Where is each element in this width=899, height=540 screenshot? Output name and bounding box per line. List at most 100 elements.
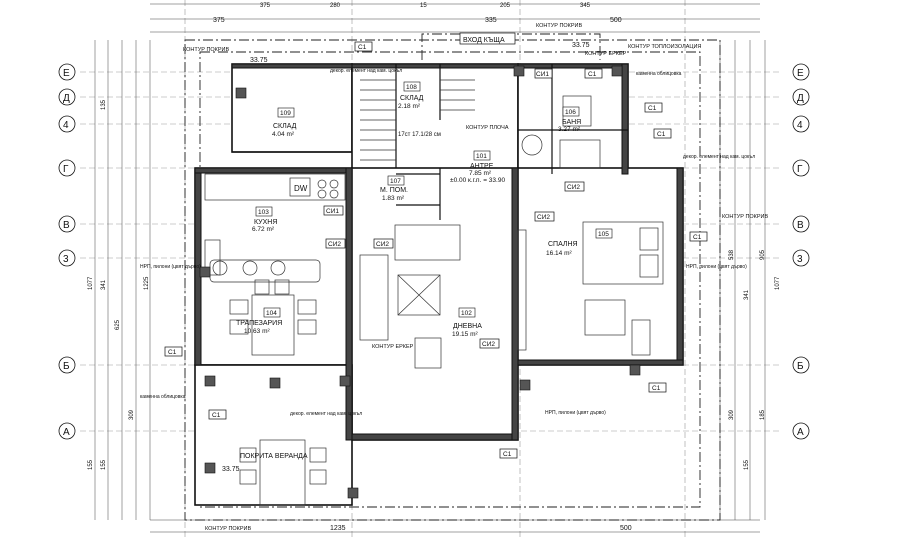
furniture — [204, 95, 664, 506]
level-label: ±0.00 к.г.п. = 33.90 — [450, 177, 505, 184]
room-102-name: ДНЕВНА — [453, 323, 482, 330]
partitions — [232, 64, 628, 220]
tag-9: СИ2 — [376, 241, 389, 248]
roof-contour — [184, 39, 721, 521]
dimension-chains — [94, 3, 766, 533]
room-107-name: М. ПОМ. — [380, 187, 408, 194]
deco-label-bottom: декор. елемент над кам. цокъл — [290, 411, 362, 417]
tag-2: СИ1 — [536, 71, 549, 78]
tag-11: СИ2 — [328, 241, 341, 248]
room-106-name: БАНЯ — [562, 119, 581, 126]
axis-right-4: 4 — [797, 120, 803, 131]
roof-contour-label-right: КОНТУР ПОКРИВ — [722, 214, 768, 220]
room-105-area: 16.14 m² — [546, 250, 572, 257]
tag-5: С1 — [588, 71, 597, 78]
dim-left-1: 1077 — [88, 276, 94, 290]
axis-left-g: Г — [63, 164, 69, 175]
room-102-area: 19.15 m² — [452, 331, 478, 338]
tag-15: С1 — [652, 385, 661, 392]
dim-left-7: 135 — [101, 99, 107, 110]
room-109-num: 109 — [280, 110, 291, 117]
room-102-num: 102 — [461, 310, 472, 317]
axis-right-a: А — [797, 427, 804, 438]
tag-4: СИ2 — [537, 214, 550, 221]
axis-right-3: 3 — [797, 254, 803, 265]
dim-left-8: 155 — [101, 459, 107, 470]
tag-14: С1 — [503, 451, 512, 458]
room-106-area: 3.27 m² — [558, 126, 581, 133]
room-109-area: 4.04 m² — [272, 131, 295, 138]
room-108-area: 2.18 m² — [398, 103, 421, 110]
dim-right-7: 185 — [760, 409, 766, 420]
room-103-num: 103 — [258, 209, 269, 216]
elevation-top-left: 33.75 — [250, 57, 268, 64]
dim-top2-2: 280 — [330, 3, 341, 9]
room-101-num: 101 — [476, 153, 487, 160]
dim-top-1: 375 — [213, 17, 225, 24]
tag-13: С1 — [212, 412, 221, 419]
room-109-name: СКЛАД — [273, 123, 297, 130]
stone-label-left: каменна облицовка — [140, 394, 186, 400]
axis-left-v: В — [63, 220, 70, 231]
bay-contour-label: КОНТУР ЕРКЕР — [585, 51, 627, 57]
room-106-num: 106 — [565, 109, 576, 116]
landing-contour-label: КОНТУР ПЛОЧА — [466, 125, 509, 131]
axis-right-v: В — [797, 220, 804, 231]
dim-top2-5: 345 — [580, 3, 591, 9]
dim-top2-1: 375 — [260, 3, 271, 9]
axis-right-d: Д — [797, 93, 804, 104]
axis-left-3: 3 — [63, 254, 69, 265]
dim-right-5: 155 — [744, 459, 750, 470]
dim-left-4: 1225 — [144, 276, 150, 290]
tag-1: С1 — [358, 44, 367, 51]
room-108-num: 108 — [406, 84, 417, 91]
axis-markers-right — [792, 63, 810, 440]
dim-bottom-1: 1235 — [330, 525, 346, 532]
axis-left-d: Д — [63, 93, 70, 104]
tag-10: СИ2 — [482, 341, 495, 348]
room-veranda-name: ПОКРИТА ВЕРАНДА — [240, 453, 308, 460]
axis-left-4: 4 — [63, 120, 69, 131]
room-103-area: 6.72 m² — [252, 226, 275, 233]
room-105-name: СПАЛНЯ — [548, 241, 578, 248]
stairs-label: 17ст 17.1/28 см — [398, 132, 441, 138]
dim-left-3: 625 — [115, 319, 121, 330]
elevation-bottom: 33.75 — [222, 466, 240, 473]
tag-12: С1 — [168, 349, 177, 356]
axis-right-b: Б — [797, 361, 804, 372]
nrp-label-bottom: НРП, пилони (цвят дърво) — [545, 410, 606, 416]
component-tags — [164, 41, 708, 459]
room-104-name: ТРАПЕЗАРИЯ — [236, 320, 282, 327]
entrance-label: ВХОД КЪЩА — [463, 37, 505, 44]
dishwasher-label: DW — [294, 184, 308, 193]
dim-right-1: 1077 — [775, 276, 781, 290]
dim-right-3: 341 — [744, 289, 750, 300]
dim-bottom-2: 500 — [620, 525, 632, 532]
room-104-num: 104 — [266, 310, 277, 317]
dim-left-5: 155 — [88, 459, 94, 470]
axis-right-e: Е — [797, 68, 804, 79]
dim-right-2: 905 — [760, 249, 766, 260]
roof-contour-label-left: КОНТУР ПОКРИВ — [183, 47, 229, 53]
wall-shading — [194, 63, 684, 441]
room-105-num: 105 — [598, 231, 609, 238]
elevation-top-right: 33.75 — [572, 42, 590, 49]
columns — [199, 65, 641, 499]
tag-6: С1 — [648, 105, 657, 112]
room-107-area: 1.83 m² — [382, 195, 405, 202]
staircase — [360, 79, 475, 161]
axis-right-g: Г — [797, 164, 803, 175]
room-103-name: КУХНЯ — [254, 219, 277, 226]
tag-7: С1 — [657, 131, 666, 138]
nrp-label-right: НРП, пилони (цвят дърво) — [686, 264, 747, 270]
axis-markers-left — [58, 63, 76, 440]
room-101-area: 7.85 m² — [469, 170, 492, 177]
dim-right-6: 309 — [729, 409, 735, 420]
tag-16: С1 — [693, 234, 702, 241]
room-101-name: АНТРЕ — [470, 163, 494, 170]
porch-contour-label: КОНТУР ЕРКЕР — [372, 344, 414, 350]
room-108-name: СКЛАД — [400, 95, 424, 102]
deco-label-right: декор. елемент над кам. цокъл — [683, 154, 755, 160]
tag-3: СИ2 — [567, 184, 580, 191]
